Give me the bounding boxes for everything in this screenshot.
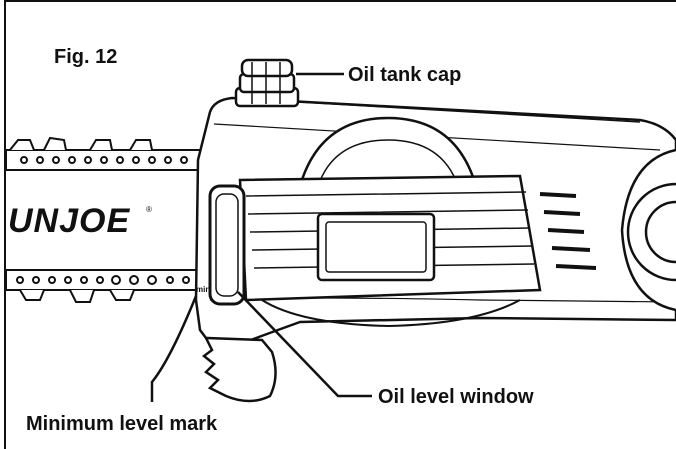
brand-logo-text: UNJOE [8, 202, 130, 240]
figure-number: Fig. 12 [54, 46, 117, 68]
callout-leaders [150, 72, 372, 402]
brand-registered-mark: ® [146, 205, 152, 214]
chain-saw-bar [5, 136, 201, 303]
callout-oil-level-window: Oil level window [378, 386, 534, 408]
callout-minimum-level-mark: Minimum level mark [26, 413, 218, 435]
sprocket-cover [238, 116, 597, 328]
callout-oil-tank-cap: Oil tank cap [348, 64, 461, 86]
lower-guard [201, 336, 277, 403]
oil-tank-cap [234, 58, 300, 108]
oil-level-window [208, 184, 246, 306]
min-mark-label: min [196, 285, 210, 294]
figure-frame [4, 0, 676, 449]
